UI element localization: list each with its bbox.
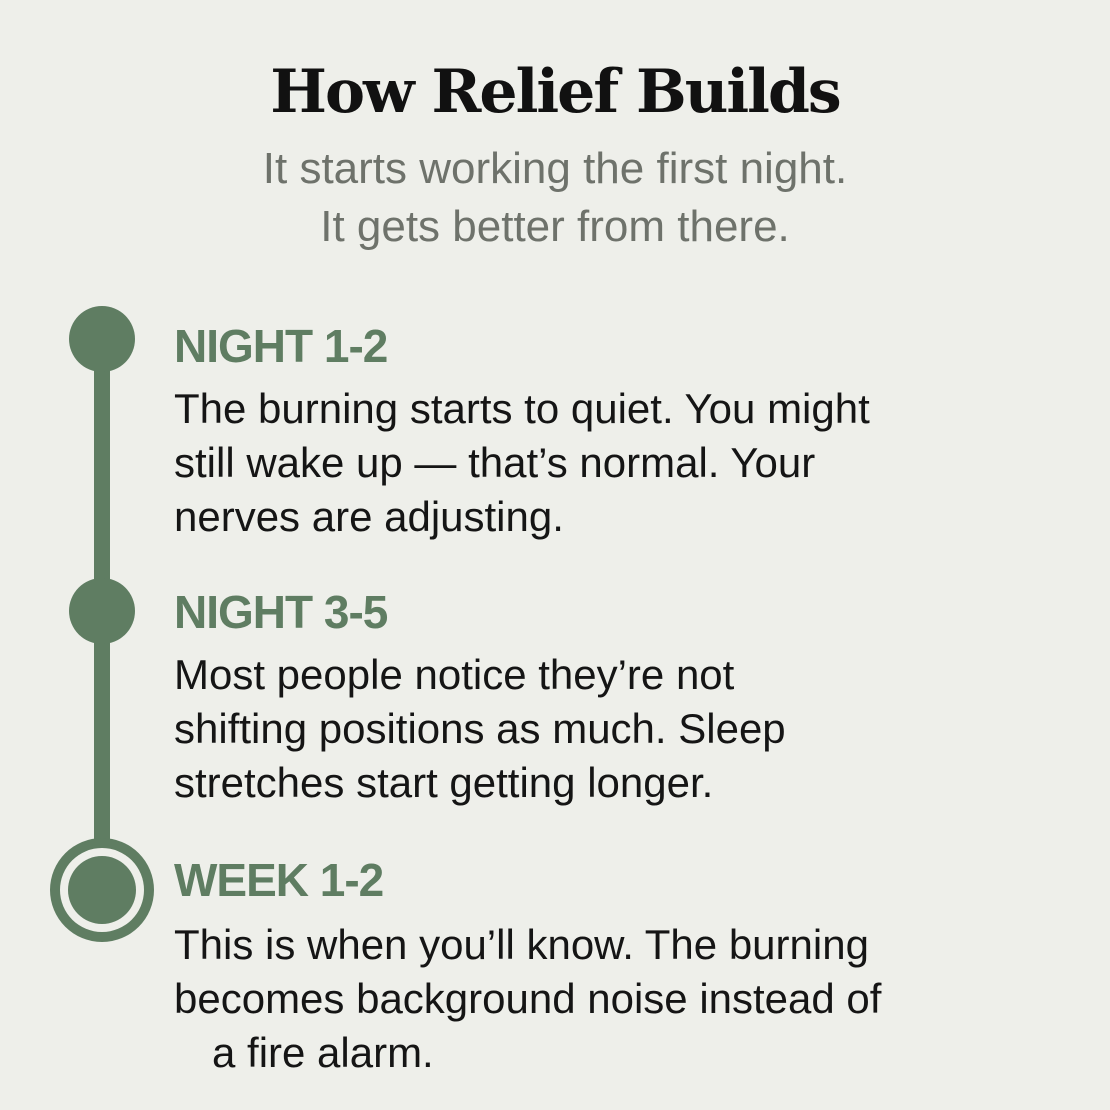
timeline-node-dot (69, 306, 135, 372)
subtitle-line: It gets better from there. (320, 202, 790, 251)
subtitle-line: It starts working the first night. (262, 144, 848, 193)
stage-heading-week-1-2: WEEK 1-2 (174, 854, 384, 906)
stage-description-night-1-2: The burning starts to quiet. You might s… (174, 382, 1074, 544)
stage-description-line: nerves are adjusting. (174, 493, 564, 540)
stage-description-line: The burning starts to quiet. You might (174, 385, 870, 432)
stage-description-line: Most people notice they’re not (174, 651, 735, 698)
timeline-node-current (50, 838, 154, 942)
timeline-node-core (68, 856, 136, 924)
stage-description-line: This is when you’ll know. The burning (174, 921, 869, 968)
stage-description-line: still wake up — that’s normal. Your (174, 439, 816, 486)
stage-heading-night-1-2: NIGHT 1-2 (174, 320, 388, 372)
subtitle: It starts working the first night. It ge… (0, 140, 1110, 256)
stage-description-line: shifting positions as much. Sleep (174, 705, 786, 752)
stage-description-week-1-2: This is when you’ll know. The burning be… (174, 918, 1074, 1080)
stage-description-line: becomes background noise instead of (174, 975, 882, 1022)
stage-description-line: stretches start getting longer. (174, 759, 714, 806)
page-title: How Relief Builds (270, 57, 841, 127)
stage-heading-night-3-5: NIGHT 3-5 (174, 586, 388, 638)
stage-description-line: a fire alarm. (212, 1029, 434, 1076)
stage-description-night-3-5: Most people notice they’re not shifting … (174, 648, 1074, 810)
timeline-node-dot (69, 578, 135, 644)
